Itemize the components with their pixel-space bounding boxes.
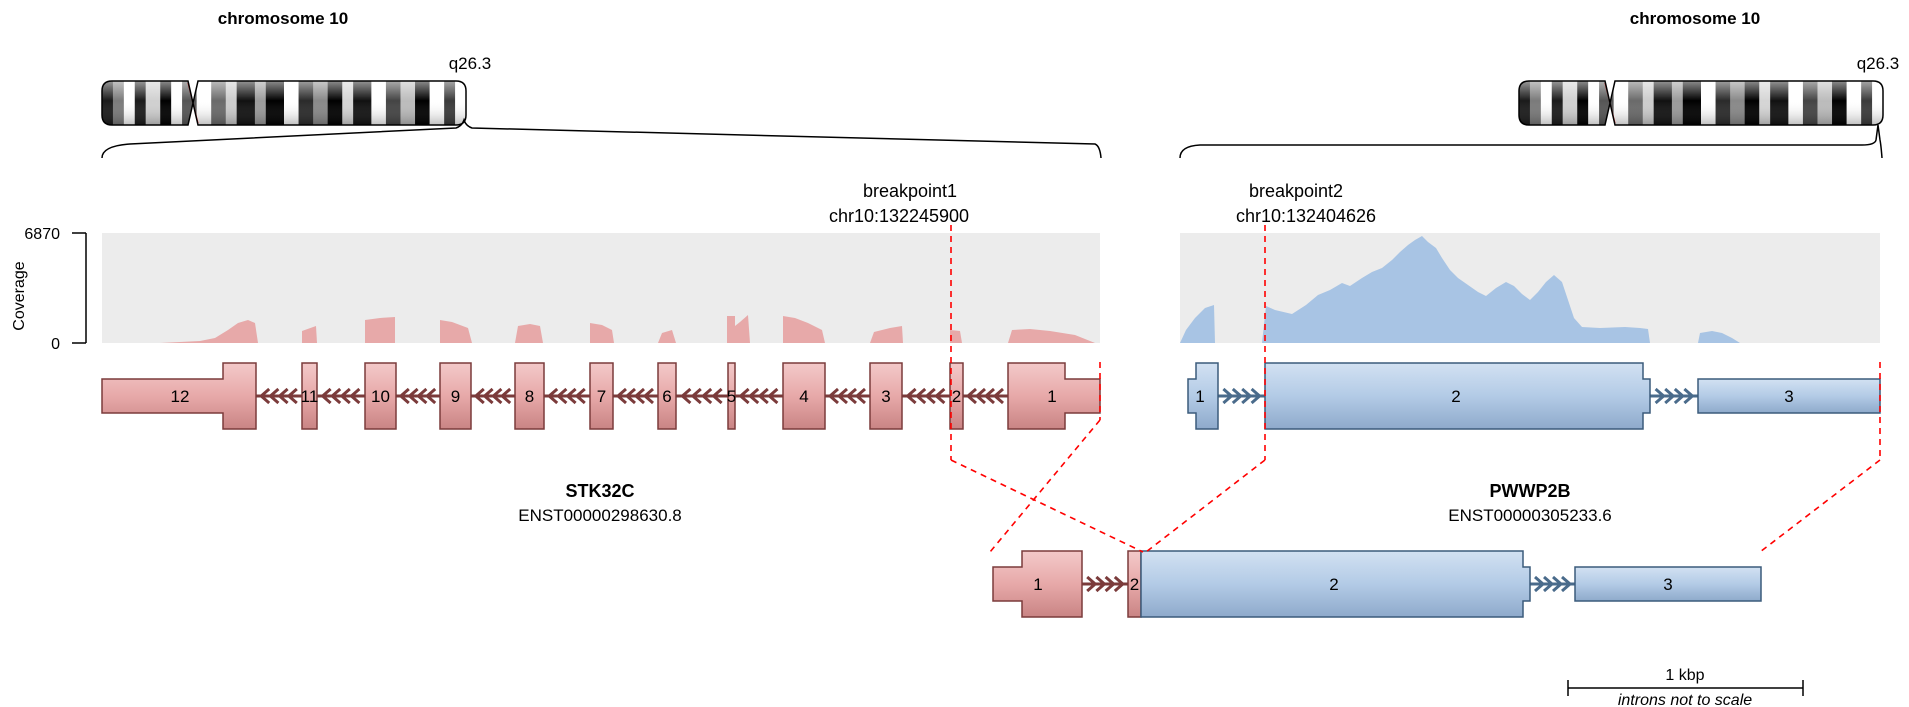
breakpoint1-position: chr10:132245900	[829, 206, 969, 226]
gene1-exon-5-label: 5	[727, 387, 736, 406]
gene2-transcript: ENST00000305233.6	[1448, 506, 1612, 525]
gene1-exon-10-label: 10	[371, 387, 390, 406]
right-chromosome: chromosome 10 q26.3	[1179, 9, 1900, 159]
fusion-track: 1 2 2 3	[992, 550, 1762, 618]
fusion-exon-2-gene2: 2	[1140, 550, 1531, 618]
breakpoint1-label: breakpoint1	[863, 181, 957, 201]
gene1-exon-4-label: 4	[799, 387, 808, 406]
coverage-axis: 6870 0 Coverage	[11, 226, 87, 353]
right-band-label: q26.3	[1857, 54, 1900, 73]
gene1-exon-3-label: 3	[881, 387, 890, 406]
gene1-exon-11-label: 11	[301, 387, 319, 406]
gene1-exon-12: 12	[101, 362, 257, 430]
fusion-exon-2-gene1: 2	[1127, 550, 1142, 618]
gene1-track: 12 11 10 9 8 7 6 5 4 3 2 1	[101, 362, 1101, 430]
fusion-connector-1	[950, 459, 1144, 553]
gene1-exon-8-label: 8	[525, 387, 534, 406]
left-band-label: q26.3	[449, 54, 492, 73]
gene2-exon-1-label: 1	[1195, 387, 1204, 406]
gene1-exon-12-label: 12	[171, 387, 190, 406]
breakpoint1: breakpoint1 chr10:132245900	[829, 181, 969, 226]
breakpoint2-position: chr10:132404626	[1236, 206, 1376, 226]
fusion-exon-1: 1	[992, 550, 1083, 618]
gene2-exon-2-label: 2	[1451, 387, 1460, 406]
left-chromosome: chromosome 10 q26.3	[101, 9, 1102, 159]
gene1-coverage-panel	[102, 233, 1100, 343]
fusion-exon-3-label: 3	[1663, 575, 1672, 594]
gene2-name: PWWP2B	[1490, 481, 1571, 501]
gene1-exon-9-label: 9	[451, 387, 460, 406]
gene2-exon-3: 3	[1697, 378, 1881, 414]
gene1-exon-6: 6	[657, 362, 677, 430]
gene1-exon-2-label: 2	[952, 387, 961, 406]
gene1-transcript: ENST00000298630.8	[518, 506, 682, 525]
gene1-exon-11: 11	[301, 362, 319, 430]
gene1-exon-5: 5	[727, 362, 736, 430]
gene1-exon-7: 7	[589, 362, 614, 430]
scale-bar: 1 kbp introns not to scale	[1567, 667, 1804, 707]
gene1-coverage-track	[160, 315, 1095, 343]
gene1-exon-1: 1	[1007, 362, 1101, 430]
gene1-exon-2: 2	[949, 362, 964, 430]
gene1-exon-3: 3	[869, 362, 903, 430]
gene1-exon-4: 4	[782, 362, 826, 430]
coverage-max-label: 6870	[24, 226, 60, 243]
coverage-axis-label: Coverage	[11, 261, 28, 330]
gene2-track: 1 2 3	[1187, 362, 1881, 430]
coverage-min-label: 0	[51, 336, 60, 353]
gene2-exon-3-label: 3	[1784, 387, 1793, 406]
breakpoint2: breakpoint2 chr10:132404626	[1236, 181, 1376, 226]
gene2-exon-1: 1	[1187, 362, 1219, 430]
scale-bar-label: 1 kbp	[1665, 667, 1704, 684]
fusion-exon-2-gene2-label: 2	[1329, 575, 1338, 594]
fusion-exon-2-gene1-label: 2	[1130, 575, 1139, 594]
gene1-exon-1-label: 1	[1047, 387, 1056, 406]
gene2-coverage-track	[1180, 236, 1740, 343]
left-chromosome-ideogram	[101, 80, 467, 126]
scale-bar-note: introns not to scale	[1618, 692, 1752, 707]
gene1-exon-6-label: 6	[662, 387, 671, 406]
fusion-connector-2	[989, 419, 1101, 553]
gene1-exon-9: 9	[439, 362, 472, 430]
fusion-connector-4	[1759, 459, 1881, 553]
gene1-exon-7-label: 7	[597, 387, 606, 406]
gene1-name: STK32C	[565, 481, 634, 501]
gene1-exon-10: 10	[364, 362, 397, 430]
breakpoint2-label: breakpoint2	[1249, 181, 1343, 201]
fusion-connector-3	[1145, 459, 1266, 553]
left-chromosome-title: chromosome 10	[218, 9, 348, 28]
left-zoom-bracket	[101, 117, 1102, 159]
right-chromosome-ideogram	[1518, 80, 1884, 126]
gene2-exon-2: 2	[1264, 362, 1651, 430]
right-chromosome-title: chromosome 10	[1630, 9, 1760, 28]
fusion-exon-3: 3	[1574, 566, 1762, 602]
breakpoint-lines	[950, 225, 1881, 553]
fusion-exon-1-label: 1	[1033, 575, 1042, 594]
gene1-exon-8: 8	[514, 362, 545, 430]
right-zoom-bracket	[1179, 124, 1883, 159]
